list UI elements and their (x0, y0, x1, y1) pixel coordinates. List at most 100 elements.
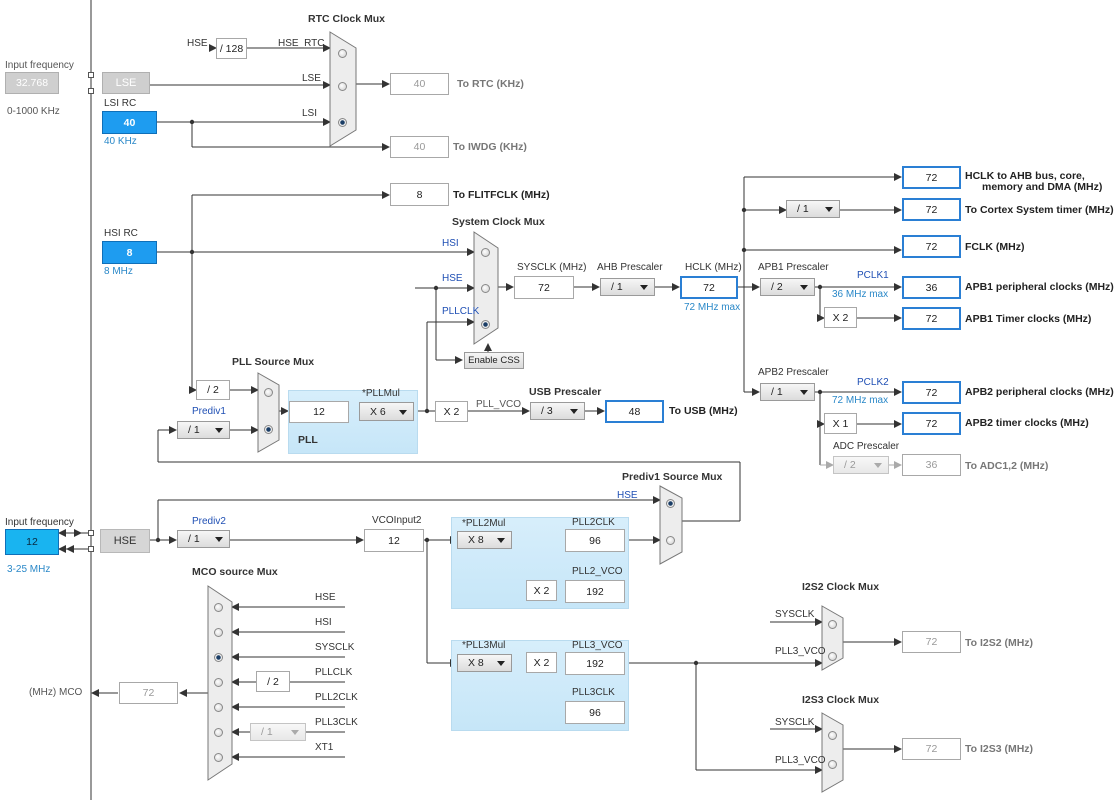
prediv1-source-mux-title: Prediv1 Source Mux (622, 471, 723, 483)
mco-pll3clk-div-value: / 1 (261, 726, 273, 738)
mco-pll3clk-div-select[interactable]: / 1 (250, 723, 306, 741)
prediv1mux-pll2-radio[interactable] (666, 536, 675, 545)
i2s2-pll3vco-label: PLL3_VCO (775, 646, 826, 657)
i2s3-pll3vco-radio[interactable] (828, 760, 837, 769)
adc-output-label: To ADC1,2 (MHz) (965, 460, 1049, 472)
pll-source-hsi-radio[interactable] (264, 388, 273, 397)
pclk1-label: PCLK1 (857, 270, 889, 281)
cortex-divider-value: / 1 (797, 203, 809, 215)
apb1-prescaler-select[interactable]: / 2 (760, 278, 815, 296)
to-rtc-label: To RTC (KHz) (457, 78, 524, 90)
i2s3-pll3vco-label: PLL3_VCO (775, 755, 826, 766)
pll2mul-label: *PLL2Mul (462, 518, 506, 529)
prediv1-value: / 1 (188, 424, 200, 436)
system-clock-mux-title: System Clock Mux (452, 216, 545, 228)
usb-prescaler-value: / 3 (541, 405, 553, 417)
mco-hse-radio[interactable] (214, 603, 223, 612)
cortex-timer-divider-select[interactable]: / 1 (786, 200, 840, 218)
i2s2-sysclk-radio[interactable] (828, 620, 837, 629)
i2s2-pll3vco-radio[interactable] (828, 652, 837, 661)
apb2-peripheral-label: APB2 peripheral clocks (MHz) (965, 386, 1114, 398)
usb-output-value: 48 (605, 400, 664, 423)
mco-input-label: XT1 (315, 742, 334, 753)
mco-input-label: PLLCLK (315, 667, 353, 678)
sysmux-pllclk-radio[interactable] (481, 320, 490, 329)
chevron-down-icon (399, 409, 407, 415)
sysmux-hsi-radio[interactable] (481, 248, 490, 257)
adc-prescaler-value: / 2 (844, 459, 856, 471)
mco-pll3clk-radio[interactable] (214, 728, 223, 737)
mco-pllclk-radio[interactable] (214, 678, 223, 687)
pll3clk-label: PLL3CLK (572, 687, 615, 698)
pll2mul-select[interactable]: X 8 (457, 531, 512, 549)
pll-input-value: 12 (289, 401, 349, 423)
pll2clk-label: PLL2CLK (572, 517, 615, 528)
chevron-down-icon (215, 537, 223, 542)
pll3clk-value: 96 (565, 701, 625, 724)
adc-prescaler-select[interactable]: / 2 (833, 456, 889, 474)
apb2-prescaler-value: / 1 (771, 386, 783, 398)
mco-pll2clk-radio[interactable] (214, 703, 223, 712)
apb1-timer-label: APB1 Timer clocks (MHz) (965, 313, 1092, 325)
mco-sysclk-radio[interactable] (214, 653, 223, 662)
apb2-prescaler-select[interactable]: / 1 (760, 383, 815, 401)
cortex-timer-label: To Cortex System timer (MHz) (965, 204, 1114, 216)
chevron-down-icon (800, 285, 808, 290)
usb-prescaler-select[interactable]: / 3 (530, 402, 585, 420)
lse-input-frequency-field[interactable]: 32.768 (5, 72, 59, 94)
ahb-prescaler-label: AHB Prescaler (597, 262, 663, 273)
vcoinput2-value: 12 (364, 529, 424, 552)
hclk-value[interactable]: 72 (680, 276, 738, 299)
bus-connector (88, 72, 94, 78)
i2s3-clock-mux-title: I2S3 Clock Mux (802, 694, 880, 706)
prediv1mux-hse-label: HSE (617, 490, 638, 501)
pllmul-select[interactable]: X 6 (359, 402, 414, 421)
rtc-lse-label: LSE (302, 73, 321, 84)
mco-hsi-radio[interactable] (214, 628, 223, 637)
apb2-prescaler-label: APB2 Prescaler (758, 367, 829, 378)
pll-source-prediv1-radio[interactable] (264, 425, 273, 434)
chevron-down-icon (825, 207, 833, 212)
i2s3-sysclk-radio[interactable] (828, 731, 837, 740)
pll2clk-value: 96 (565, 529, 625, 552)
pll-vco-label: PLL_VCO (476, 399, 522, 410)
ahb-prescaler-value: / 1 (611, 281, 623, 293)
mco-input-label: SYSCLK (315, 642, 355, 653)
mco-xt1-radio[interactable] (214, 753, 223, 762)
vcoinput2-label: VCOInput2 (372, 515, 422, 526)
i2s2-output-value: 72 (902, 631, 961, 653)
rtc-mux-hse-radio[interactable] (338, 49, 347, 58)
lsi-rc-value: 40 (102, 111, 157, 134)
sysclk-label: SYSCLK (MHz) (517, 262, 587, 273)
prediv2-select[interactable]: / 1 (177, 530, 230, 548)
sysmux-hse-label: HSE (442, 273, 463, 284)
pll-block (288, 390, 418, 454)
bus-connector (88, 546, 94, 552)
hse-input-frequency-field[interactable]: 12 (5, 529, 59, 555)
chevron-down-icon (291, 730, 299, 735)
usb-prescaler-label: USB Prescaler (529, 386, 602, 398)
hse-source: HSE (100, 529, 150, 553)
rtc-mux-lse-radio[interactable] (338, 82, 347, 91)
ahb-prescaler-select[interactable]: / 1 (600, 278, 655, 296)
usb-output-label: To USB (MHz) (669, 405, 738, 417)
iwdg-output-value: 40 (390, 136, 449, 158)
i2s3-output-label: To I2S3 (MHz) (965, 743, 1034, 755)
enable-css-button[interactable]: Enable CSS (464, 352, 524, 369)
chevron-down-icon (497, 538, 505, 543)
pll3mul-select[interactable]: X 8 (457, 654, 512, 672)
mco-pllclk-div-box: / 2 (256, 671, 290, 692)
rtc-mux-lsi-radio[interactable] (338, 118, 347, 127)
chevron-down-icon (874, 463, 882, 468)
apb2-max: 72 MHz max (832, 395, 889, 406)
prediv1-select[interactable]: / 1 (177, 421, 230, 439)
apb2-timer-label: APB2 timer clocks (MHz) (965, 417, 1089, 429)
i2s2-sysclk-label: SYSCLK (775, 609, 815, 620)
rtc-lsi-label: LSI (302, 108, 318, 119)
prediv1mux-hse-radio[interactable] (666, 499, 675, 508)
pll-source-mux-shape (257, 372, 280, 453)
mco-input-label: PLL2CLK (315, 692, 358, 703)
sysmux-hse-radio[interactable] (481, 284, 490, 293)
i2s3-output-value: 72 (902, 738, 961, 760)
adc-prescaler-label: ADC Prescaler (833, 441, 900, 452)
